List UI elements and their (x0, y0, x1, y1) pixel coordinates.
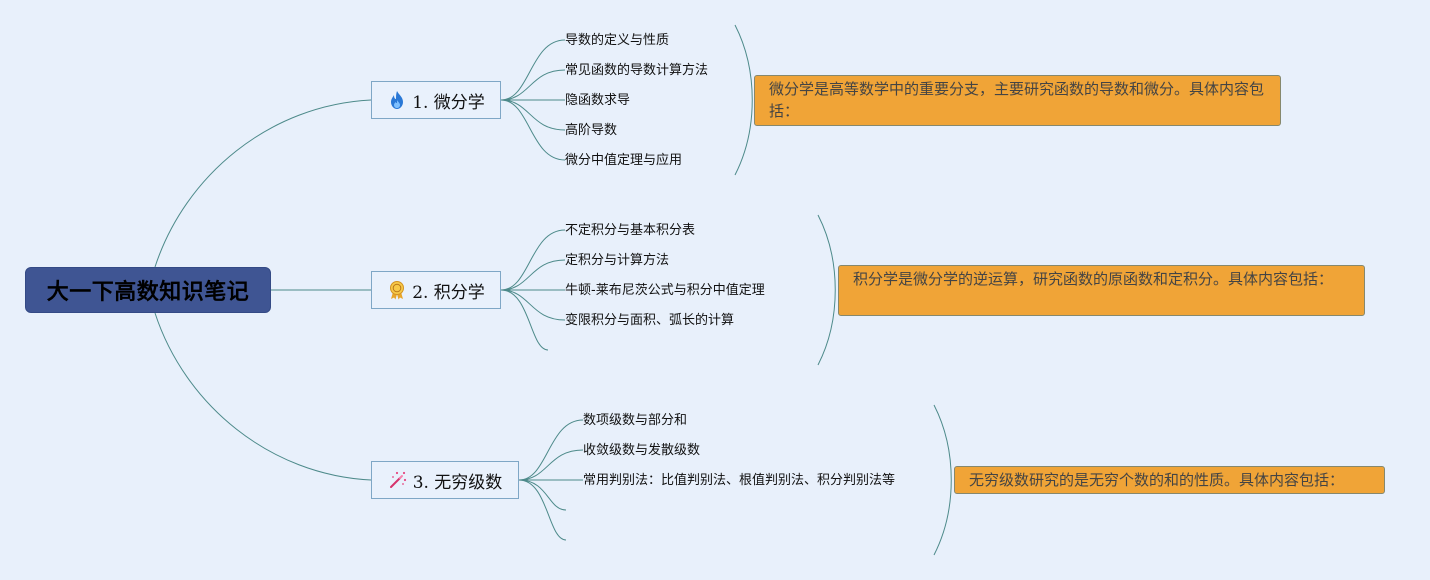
branch1-item-2[interactable]: 隐函数求导 (565, 93, 631, 108)
branch3-connector-0 (518, 419, 584, 481)
branch2-item-1[interactable]: 定积分与计算方法 (565, 253, 670, 268)
summary-differential-calculus-text: 微分学是高等数学中的重要分支，主要研究函数的导数和微分。具体内容包括： (769, 80, 1265, 120)
summary-integral-calculus[interactable]: 积分学是微分学的逆运算，研究函数的原函数和定积分。具体内容包括： (838, 265, 1365, 316)
branch1-item-4[interactable]: 微分中值定理与应用 (565, 153, 683, 168)
branch3-connector-1 (518, 449, 584, 481)
branch1-item-0[interactable]: 导数的定义与性质 (565, 33, 670, 48)
root-topic-label: 大一下高数知识笔记 (46, 280, 250, 305)
summary-infinite-series-text: 无穷级数研究的是无穷个数的和的性质。具体内容包括： (969, 471, 1345, 489)
branch3-item-2[interactable]: 常用判别法：比值判别法、根值判别法、积分判别法等 (583, 473, 896, 488)
branch3-item-0[interactable]: 数项级数与部分和 (583, 413, 688, 428)
branch-differential-calculus-label: 1. 微分学 (412, 92, 485, 113)
branch1-item-1[interactable]: 常见函数的导数计算方法 (565, 63, 709, 78)
branch-integral-calculus-label: 2. 积分学 (412, 282, 485, 303)
magic-wand-icon (388, 470, 408, 490)
root-connector-3 (154, 312, 372, 481)
branch-integral-calculus[interactable]: 2. 积分学 (371, 271, 501, 309)
branch2-connector-1 (500, 259, 566, 291)
branch1-connector-1 (500, 69, 566, 101)
branch2-connector-4 (500, 289, 549, 351)
branch2-bracket (817, 214, 836, 366)
branch1-bracket (734, 24, 753, 176)
branch1-item-3[interactable]: 高阶导数 (565, 123, 618, 138)
branch2-connector-3 (500, 289, 566, 321)
branch3-item-1[interactable]: 收敛级数与发散级数 (583, 443, 701, 458)
branch2-item-0[interactable]: 不定积分与基本积分表 (565, 223, 696, 238)
award-ribbon-icon (387, 280, 407, 300)
branch-differential-calculus[interactable]: 1. 微分学 (371, 81, 501, 119)
branch2-item-2[interactable]: 牛顿-莱布尼茨公式与积分中值定理 (565, 283, 765, 298)
summary-infinite-series[interactable]: 无穷级数研究的是无穷个数的和的性质。具体内容包括： (954, 466, 1385, 494)
branch3-bracket (933, 404, 952, 556)
root-topic[interactable]: 大一下高数知识笔记 (25, 267, 271, 313)
fire-icon (387, 90, 407, 110)
root-connector-1 (154, 99, 372, 268)
branch1-connector-4 (500, 99, 566, 161)
branch1-connector-3 (500, 99, 566, 131)
branch2-item-3[interactable]: 变限积分与面积、弧长的计算 (565, 313, 735, 328)
branch-infinite-series-label: 3. 无穷级数 (412, 472, 503, 493)
branch1-connector-0 (500, 39, 566, 101)
branch-infinite-series[interactable]: 3. 无穷级数 (371, 461, 519, 499)
branch3-connector-3 (518, 479, 567, 511)
branch3-connector-4 (518, 479, 567, 541)
summary-integral-calculus-text: 积分学是微分学的逆运算，研究函数的原函数和定积分。具体内容包括： (853, 270, 1334, 288)
summary-differential-calculus[interactable]: 微分学是高等数学中的重要分支，主要研究函数的导数和微分。具体内容包括： (754, 75, 1281, 126)
branch2-connector-0 (500, 229, 566, 291)
